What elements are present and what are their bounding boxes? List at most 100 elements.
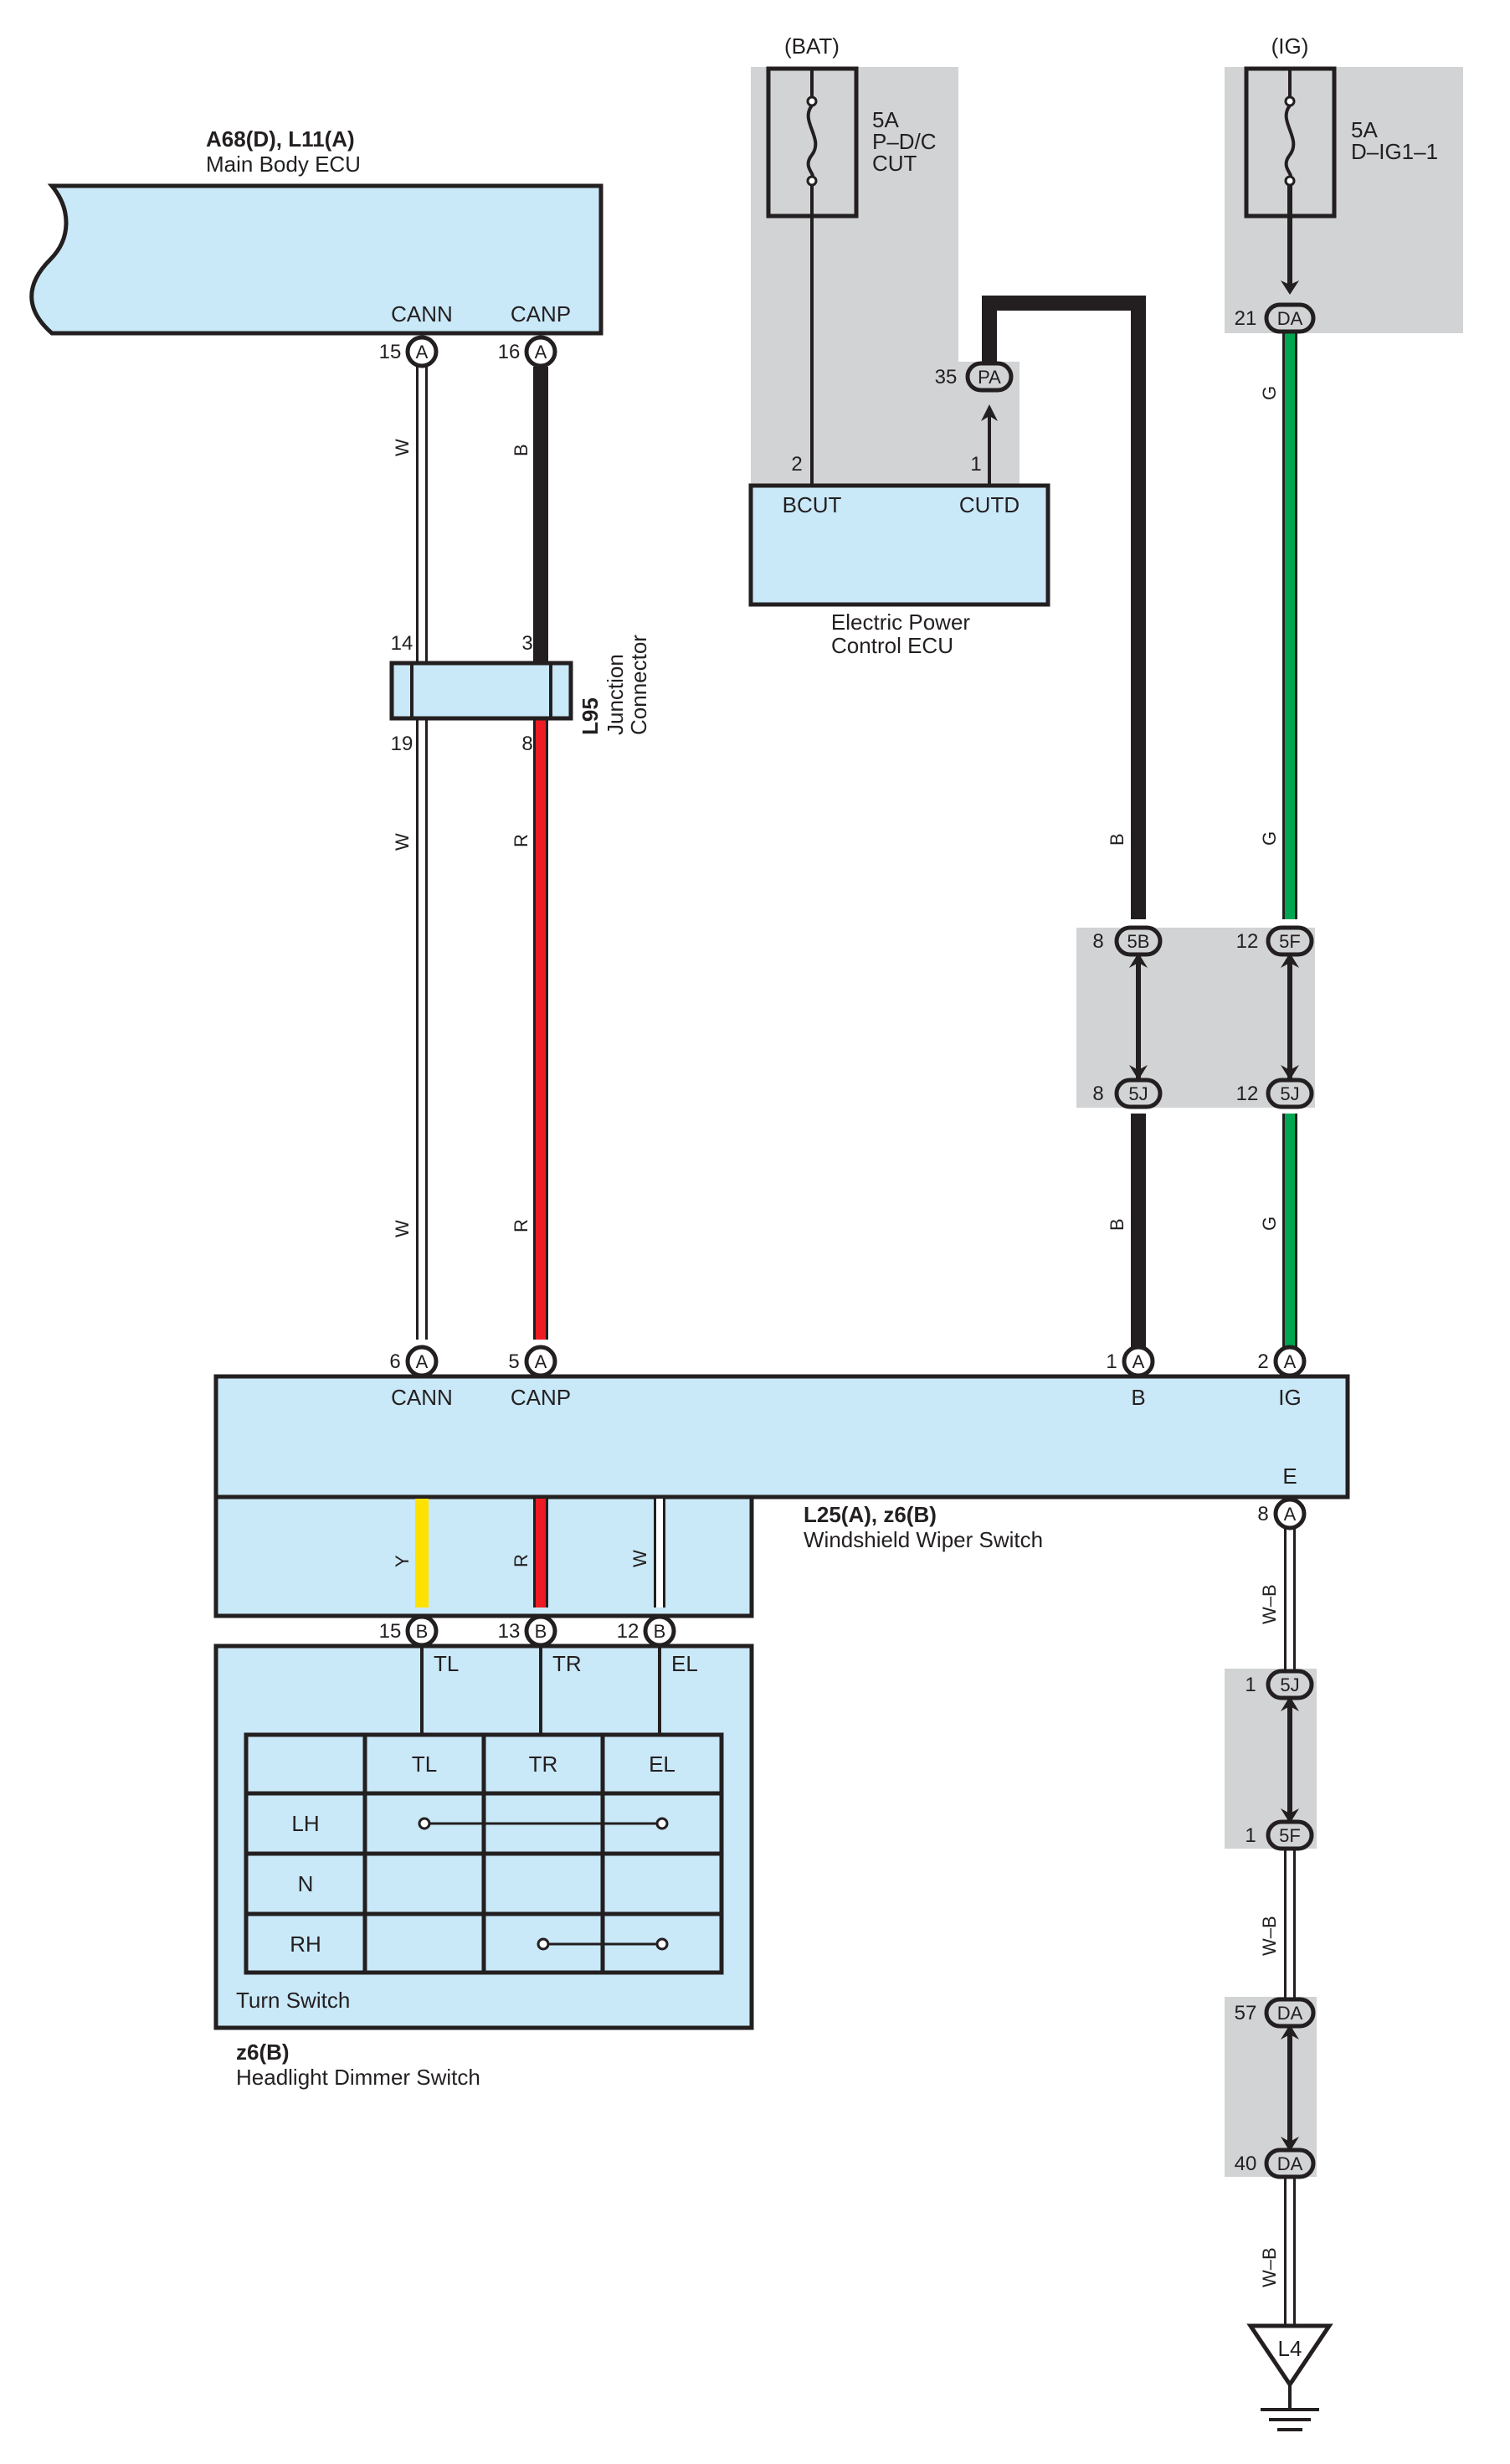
rh-continuity [537, 1937, 669, 1951]
table-row-rh: RH [290, 1932, 321, 1957]
table-col-tr: TR [529, 1752, 558, 1777]
ground-point-label: L4 [1278, 2336, 1302, 2361]
terminal-da-57: DA 57 [1235, 1997, 1316, 2029]
junction-pin-19: 19 [391, 733, 413, 755]
svg-text:6: 6 [389, 1350, 400, 1373]
svg-text:12: 12 [1236, 1083, 1259, 1105]
terminal-pa-35: PA 35 [935, 361, 1014, 393]
wiper-term-canp: CANP [511, 1385, 571, 1410]
dimmer-term-el: EL [671, 1651, 698, 1676]
terminal-5j-1: 5J 1 [1245, 1669, 1314, 1700]
ig-fuse-rating: 5A [1351, 117, 1378, 142]
terminal-da-40: DA 40 [1235, 2148, 1316, 2179]
dimmer-code: z6(B) [236, 2040, 290, 2065]
svg-text:5F: 5F [1279, 1825, 1301, 1846]
svg-text:5B: 5B [1127, 931, 1150, 952]
color-canp-b: B [511, 444, 532, 456]
terminal-dimmer-13: B 13 [498, 1614, 557, 1648]
color-ground-2: W–B [1259, 1916, 1280, 1956]
main-body-ecu: A68(D), L11(A) Main Body ECU CANN CANP [29, 126, 603, 336]
terminal-wiper-6: A 6 [389, 1345, 439, 1378]
pin-21-label: 21 [1235, 307, 1257, 330]
svg-text:5J: 5J [1280, 1674, 1299, 1695]
main-body-ecu-code: A68(D), L11(A) [206, 126, 355, 152]
dimmer-name: Headlight Dimmer Switch [236, 2065, 480, 2090]
epc-name-1: Electric Power [831, 610, 970, 635]
color-cann-2: W [392, 833, 413, 851]
svg-text:A: A [416, 1351, 429, 1372]
epc-pin-bcut: 2 [791, 453, 802, 476]
svg-text:5J: 5J [1128, 1083, 1148, 1104]
color-ground-3: W–B [1259, 2247, 1280, 2287]
color-inner-w: W [629, 1550, 650, 1567]
dimmer-switch: TL TR EL TL TR EL LH N RH [213, 1644, 754, 2030]
epc-pin-cutd: 1 [970, 453, 981, 476]
color-epc-b-2: B [1107, 1218, 1127, 1231]
turn-switch-name: Turn Switch [236, 1988, 350, 2013]
svg-text:12: 12 [1236, 930, 1259, 953]
table-col-tl: TL [412, 1752, 437, 1777]
svg-text:DA: DA [1277, 2153, 1303, 2174]
svg-text:A: A [1284, 1351, 1297, 1372]
svg-text:15: 15 [379, 1620, 402, 1643]
svg-text:A: A [535, 342, 547, 363]
svg-text:5F: 5F [1279, 931, 1301, 952]
epc-name-2: Control ECU [831, 633, 953, 658]
ground-symbol: L4 [1246, 2323, 1333, 2431]
main-body-ecu-name: Main Body ECU [206, 152, 361, 177]
ground-wb-wire [1277, 1515, 1302, 2326]
svg-text:1: 1 [1245, 1674, 1256, 1696]
svg-text:B: B [535, 1621, 547, 1642]
svg-text:A: A [1284, 1504, 1297, 1525]
color-ground-1: W–B [1259, 1584, 1280, 1624]
epc-terminal-bcut: BCUT [783, 492, 842, 517]
svg-text:2: 2 [1257, 1350, 1268, 1373]
terminal-dimmer-15: B 15 [379, 1614, 439, 1648]
ecu-terminal-canp: CANP [511, 301, 571, 327]
svg-text:8: 8 [1092, 930, 1103, 953]
terminal-ecu-15: A 15 [379, 335, 439, 368]
terminal-5f-1: 5F 1 [1245, 1819, 1314, 1851]
terminal-5f-12: 5F 12 [1236, 925, 1314, 957]
svg-text:1: 1 [1245, 1824, 1256, 1847]
wiper-term-b: B [1131, 1385, 1145, 1410]
bat-fuse-name-2: CUT [872, 151, 917, 176]
color-inner-r: R [511, 1554, 532, 1567]
lh-continuity [418, 1817, 669, 1830]
pin-16-label: 16 [498, 341, 521, 363]
terminal-da-21: DA 21 [1235, 302, 1316, 334]
color-canp-r-2: R [511, 1219, 532, 1232]
junction-connector: 14 3 19 8 L95 Junction Connector [389, 632, 651, 755]
svg-text:B: B [416, 1621, 429, 1642]
mid-connector-g-link [1281, 953, 1299, 1080]
junction-name-1: Junction [603, 654, 628, 735]
ecu-terminal-cann: CANN [391, 301, 453, 327]
bat-fuse-rating: 5A [872, 107, 899, 132]
wiper-term-ig: IG [1278, 1385, 1301, 1410]
ig-supply-label: (IG) [1271, 33, 1309, 59]
junction-pin-3: 3 [521, 632, 532, 655]
bat-fuse-name-1: P–D/C [872, 129, 937, 154]
color-inner-y: Y [392, 1555, 413, 1567]
mid-connector-b-link [1129, 953, 1148, 1080]
svg-text:8: 8 [1092, 1083, 1103, 1105]
svg-text:DA: DA [1277, 308, 1303, 329]
wiper-term-cann: CANN [391, 1385, 453, 1410]
wire-color-labels: W W W B R R B B G G G Y R W W–B W–B W–B [392, 386, 1280, 2287]
pin-35-label: 35 [935, 366, 958, 388]
junction-code: L95 [578, 697, 603, 735]
mid-connector-shade [1076, 928, 1315, 1108]
epc-b-wire [982, 296, 1146, 1355]
color-canp-r-1: R [511, 834, 532, 847]
terminal-5b-8: 5B 8 [1092, 925, 1163, 957]
pin-15-label: 15 [379, 341, 402, 363]
terminal-ecu-16: A 16 [498, 335, 557, 368]
svg-text:A: A [416, 342, 429, 363]
terminal-wiper-8: A 8 [1257, 1497, 1307, 1530]
junction-name-2: Connector [626, 635, 651, 735]
color-cann-3: W [392, 1220, 413, 1237]
dimmer-term-tr: TR [552, 1651, 582, 1676]
wiper-switch: CANN CANP B IG E L25(A), z6(B) Windshiel… [213, 1374, 1350, 1618]
color-ig-g-2: G [1259, 831, 1280, 846]
